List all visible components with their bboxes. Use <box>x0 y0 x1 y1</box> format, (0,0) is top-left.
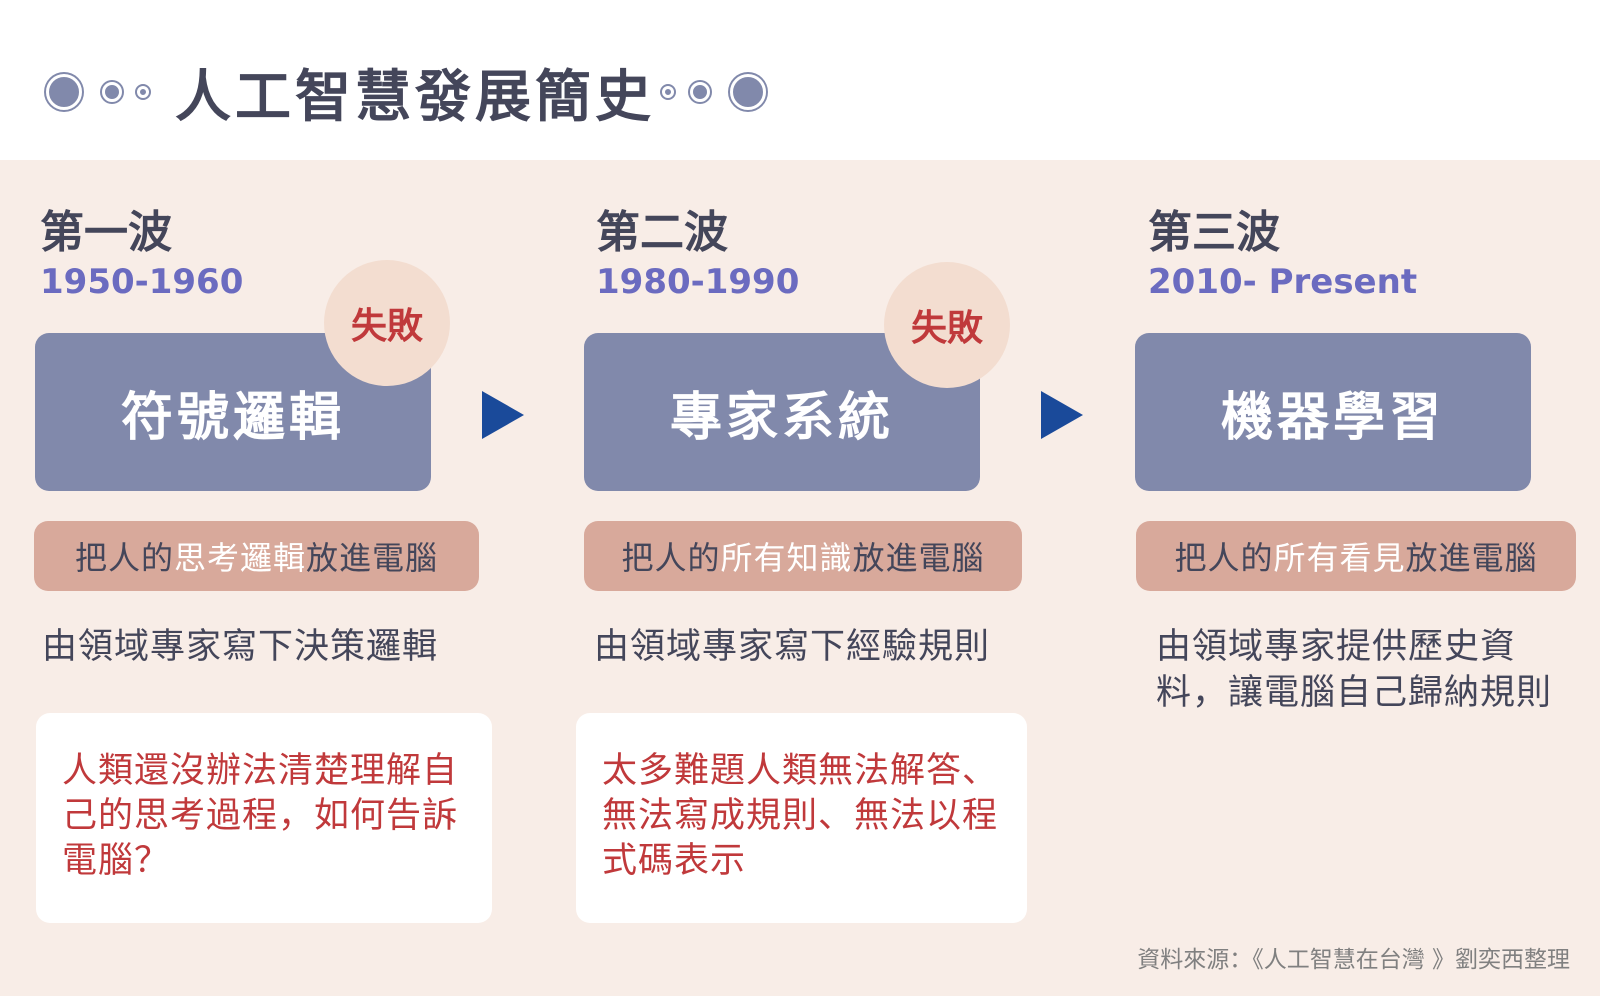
wave-description: 由領域專家寫下決策邏輯 <box>42 627 439 667</box>
wave-period: 2010- Present <box>1148 262 1418 302</box>
wave-approach-box: 機器學習 <box>1135 333 1531 491</box>
pill-highlight: 所有看見 <box>1273 539 1406 577</box>
wave-problem-note: 人類還沒辦法清楚理解自己的思考過程，如何告訴電腦？ <box>36 713 492 923</box>
wave-period: 1950-1960 <box>40 262 244 302</box>
wave-description: 由領域專家寫下經驗規則 <box>594 627 991 667</box>
pill-highlight: 所有知識 <box>720 539 853 577</box>
wave-label: 第三波 <box>1148 207 1280 258</box>
decorative-dot-icon <box>102 82 122 102</box>
wave-label: 第一波 <box>40 207 172 258</box>
wave-period: 1980-1990 <box>596 262 800 302</box>
wave-approach-box: 符號邏輯 <box>35 333 431 491</box>
decorative-dot-icon <box>690 82 710 102</box>
pill-text: 把人的 <box>74 539 174 577</box>
pill-highlight: 思考邏輯 <box>173 539 306 577</box>
wave-goal-pill: 把人的所有看見放進電腦 <box>1136 521 1576 591</box>
page-title: 人工智慧發展簡史 <box>175 65 655 130</box>
source-credit: 資料來源：《人工智慧在台灣 》劉奕西整理 <box>1137 947 1570 973</box>
arrow-right-icon <box>1041 391 1083 439</box>
header: 人工智慧發展簡史 <box>0 0 1600 160</box>
wave-label: 第二波 <box>596 207 728 258</box>
decorative-dot-icon <box>137 86 149 98</box>
wave-goal-pill: 把人的思考邏輯放進電腦 <box>34 521 479 591</box>
pill-text: 放進電腦 <box>306 539 439 577</box>
pill-text: 放進電腦 <box>1405 539 1538 577</box>
pill-text: 把人的 <box>621 539 721 577</box>
decorative-dot-icon <box>730 74 766 110</box>
wave-goal-pill: 把人的所有知識放進電腦 <box>584 521 1022 591</box>
pill-text: 把人的 <box>1174 539 1274 577</box>
arrow-right-icon <box>482 391 524 439</box>
decorative-dot-icon <box>662 86 674 98</box>
wave-problem-note: 太多難題人類無法解答、無法寫成規則、無法以程式碼表示 <box>576 713 1027 923</box>
failure-badge: 失敗 <box>884 262 1010 388</box>
wave-description: 由領域專家提供歷史資料，讓電腦自己歸納規則 <box>1156 627 1553 713</box>
decorative-dot-icon <box>46 74 82 110</box>
failure-badge: 失敗 <box>324 260 450 386</box>
wave-approach-box: 專家系統 <box>584 333 980 491</box>
pill-text: 放進電腦 <box>852 539 985 577</box>
